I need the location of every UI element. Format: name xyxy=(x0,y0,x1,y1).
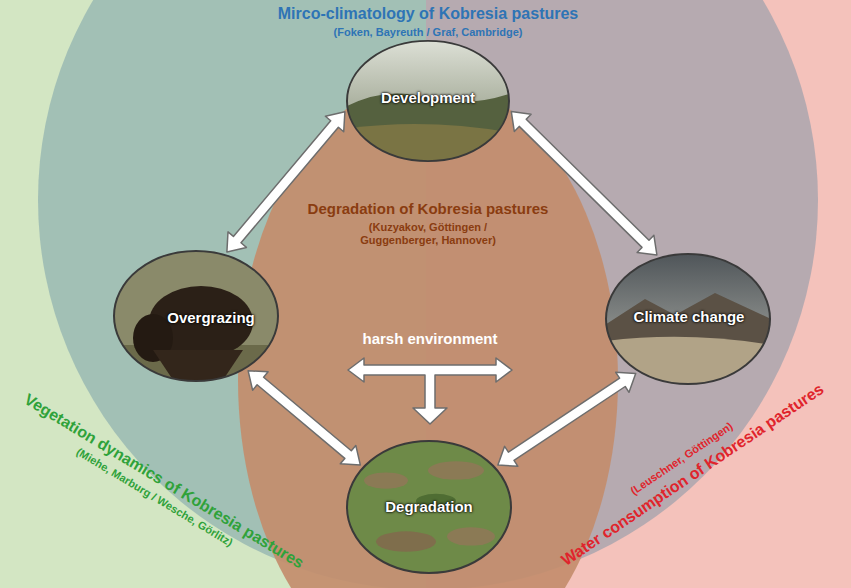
region-title: Mirco-climatology of Kobresia pastures xyxy=(278,4,579,23)
illustration-part xyxy=(346,40,510,162)
photo-label: Climate change xyxy=(634,308,745,326)
illustration-part xyxy=(605,293,771,385)
illustration-part xyxy=(346,440,512,576)
illustration-part xyxy=(347,41,509,161)
text-group: Mirco-climatology of Kobresia pastures (F… xyxy=(278,4,579,39)
text-group: Overgrazing xyxy=(167,309,255,327)
illustration-part xyxy=(346,440,512,576)
illustration-part xyxy=(347,441,511,573)
illustration-part xyxy=(605,337,771,385)
region-authors: (Foken, Bayreuth / Graf, Cambridge) xyxy=(334,27,523,40)
driver-label: harsh environment xyxy=(362,330,497,348)
photo-circle: Development xyxy=(346,40,510,162)
photo-circle: Degradation xyxy=(346,440,512,574)
text-group: Water consumption of Kobresia pastures(L… xyxy=(549,366,828,570)
text-group: Climate change xyxy=(634,308,745,326)
photo-circle: Climate change xyxy=(605,253,771,385)
text-group: harsh environment xyxy=(362,330,497,348)
illustration-part xyxy=(376,531,436,551)
text-group: Vegetation dynamics of Kobresia pastures… xyxy=(13,390,308,587)
illustration-part xyxy=(238,80,618,588)
illustration-part xyxy=(447,527,495,545)
photo-label: Degradation xyxy=(385,498,473,516)
text-group: Degradation of Kobresia pastures (Kuzyako… xyxy=(308,200,549,247)
text-group: Development xyxy=(381,89,475,107)
illustration-part xyxy=(605,253,771,385)
region-authors: (Kuzyakov, Göttingen / Guggenberger, Han… xyxy=(343,221,513,247)
photo-label: Development xyxy=(381,89,475,107)
region-title: Water consumption of Kobresia pastures xyxy=(558,379,828,570)
illustration-part xyxy=(364,472,408,488)
illustration-part xyxy=(113,250,279,382)
text-group: Degradation xyxy=(385,498,473,516)
region-title: Degradation of Kobresia pastures xyxy=(308,200,549,218)
photo-label: Overgrazing xyxy=(167,309,255,327)
illustration-part xyxy=(114,251,278,381)
illustration-part xyxy=(606,254,770,384)
illustration-part xyxy=(605,253,771,385)
illustration-part xyxy=(428,461,484,479)
illustration-part xyxy=(346,40,510,162)
photo-circle: Overgrazing xyxy=(113,250,279,382)
region-title: Vegetation dynamics of Kobresia pastures xyxy=(21,390,308,573)
